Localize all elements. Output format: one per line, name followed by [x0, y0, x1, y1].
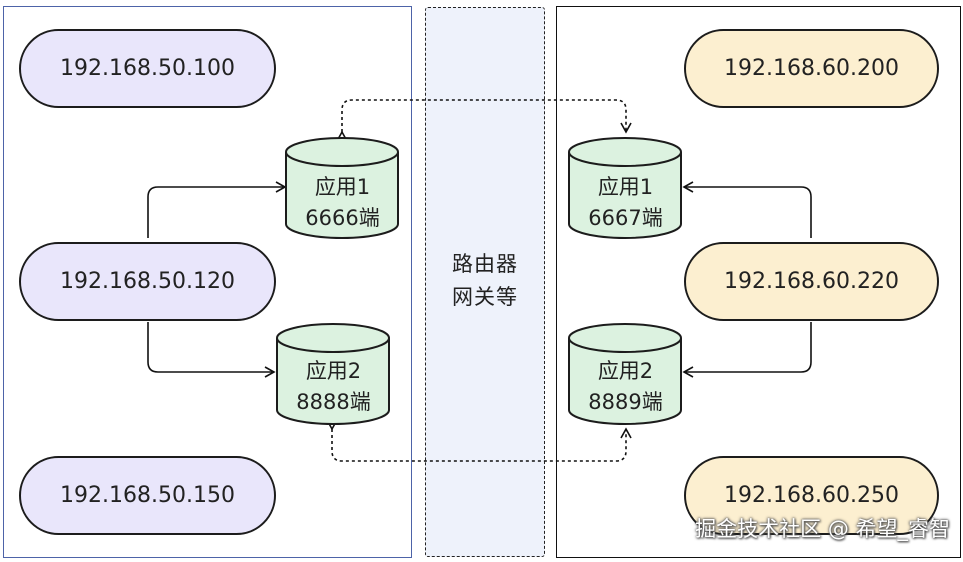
app-label-left-1: 应用1 6666端	[285, 172, 400, 234]
app-port: 8888端	[296, 390, 371, 414]
app-port: 8889端	[588, 390, 663, 414]
host-node: 192.168.60.220	[684, 242, 939, 321]
app-label-left-2: 应用2 8888端	[276, 356, 391, 418]
gateway-panel	[425, 7, 545, 557]
host-node: 192.168.60.250	[684, 456, 939, 535]
link-app1-cross-network	[336, 99, 632, 142]
database-icon-left-app2	[276, 323, 390, 425]
link-app2-cross-network	[326, 419, 632, 462]
app-name: 应用1	[314, 175, 371, 199]
app-label-right-1: 应用1 6667端	[568, 172, 683, 234]
host-node: 192.168.50.150	[19, 456, 276, 535]
gateway-label: 路由器 网关等	[425, 248, 545, 314]
link-host-to-app2-left	[147, 322, 276, 378]
database-icon-right-app1	[568, 137, 682, 239]
gateway-label-line1: 路由器	[452, 252, 518, 276]
link-host-to-app1-right	[682, 181, 812, 238]
app-name: 应用1	[597, 175, 654, 199]
app-name: 应用2	[305, 359, 362, 383]
link-host-to-app2-right	[682, 322, 812, 378]
link-host-to-app1-left	[147, 181, 287, 238]
host-node: 192.168.60.200	[684, 29, 939, 108]
app-name: 应用2	[597, 359, 654, 383]
app-label-right-2: 应用2 8889端	[568, 356, 683, 418]
app-port: 6667端	[588, 206, 663, 230]
host-node: 192.168.50.100	[19, 29, 276, 108]
database-icon-left-app1	[285, 137, 399, 239]
gateway-label-line2: 网关等	[452, 285, 518, 309]
watermark-text: 掘金技术社区 @ 希望_睿智	[695, 517, 950, 541]
host-node: 192.168.50.120	[19, 242, 276, 321]
database-icon-right-app2	[568, 323, 682, 425]
app-port: 6666端	[305, 206, 380, 230]
